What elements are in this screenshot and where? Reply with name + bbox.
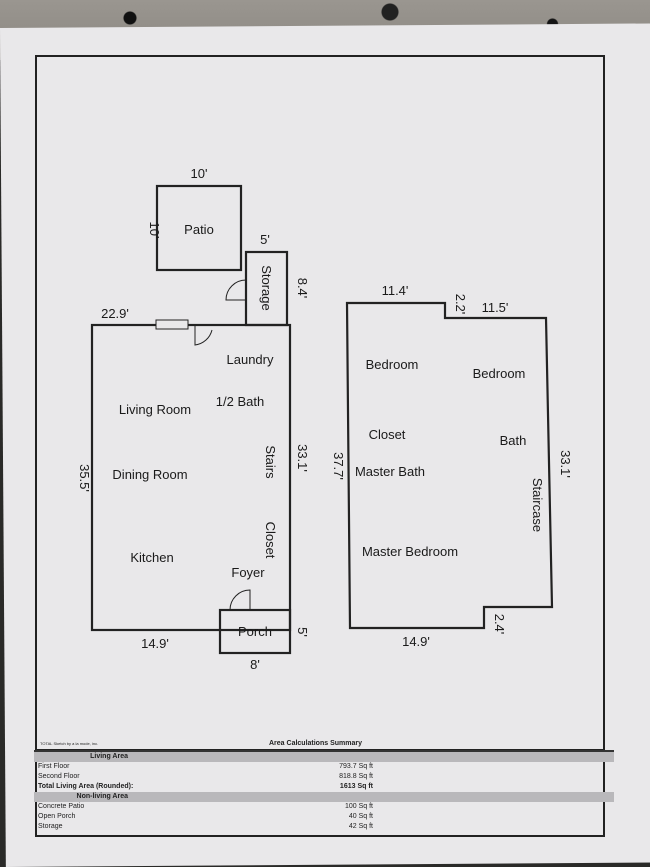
room-bedroom-1: Bedroom <box>366 357 419 372</box>
room-master-bedroom: Master Bedroom <box>362 544 458 559</box>
row-label: Second Floor <box>38 773 80 780</box>
dim-second-left: 37.7' <box>331 452 346 480</box>
room-closet-2: Closet <box>369 427 406 442</box>
living-header-label: Living Area <box>90 753 128 760</box>
room-storage: Storage <box>259 265 274 311</box>
total-value: 1613 Sq ft <box>339 783 373 790</box>
row-label: Open Porch <box>38 813 76 820</box>
table-row: Open Porch 40 Sq ft <box>34 812 614 822</box>
total-label: Total Living Area (Rounded): <box>38 783 134 790</box>
first-floor-wall <box>90 323 292 632</box>
dim-storage-top: 5' <box>260 232 270 247</box>
row-label: Concrete Patio <box>38 803 85 810</box>
dim-patio-left: 10' <box>147 222 162 239</box>
storage-door <box>225 279 247 301</box>
table-row: First Floor 793.7 Sq ft <box>34 762 614 772</box>
room-bath: Bath <box>500 433 527 448</box>
window <box>155 319 189 330</box>
dim-first-top: 22.9' <box>101 306 129 321</box>
page-frame <box>35 55 605 837</box>
second-floor-wall <box>345 301 554 630</box>
row-value: 40 Sq ft <box>348 813 373 820</box>
room-master-bath: Master Bath <box>355 464 425 479</box>
dim-second-bottom: 14.9' <box>402 634 430 649</box>
area-summary-table: TOTAL Sketch by a la mode, inc. Area Calc… <box>34 738 614 836</box>
room-half-bath: 1/2 Bath <box>216 394 264 409</box>
summary-title: Area Calculations Summary <box>269 740 362 747</box>
front-door <box>229 589 251 611</box>
row-value: 793.7 Sq ft <box>339 763 373 770</box>
room-laundry: Laundry <box>227 352 274 367</box>
table-row: Concrete Patio 100 Sq ft <box>34 802 614 812</box>
room-kitchen: Kitchen <box>130 550 173 565</box>
nonliving-header-label: Non-living Area <box>76 793 128 800</box>
dim-porch-bottom: 8' <box>250 657 260 672</box>
room-patio: Patio <box>184 222 214 237</box>
table-row: Storage 42 Sq ft <box>34 822 614 832</box>
room-closet: Closet <box>263 522 278 559</box>
room-dining: Dining Room <box>112 467 187 482</box>
nonliving-header: Non-living Area <box>34 792 614 802</box>
dim-patio-top: 10' <box>191 166 208 181</box>
porch-wall <box>218 608 292 655</box>
dim-first-right: 33.1' <box>295 444 310 472</box>
dim-second-bottom-step: 2.4' <box>492 614 507 635</box>
row-value: 818.8 Sq ft <box>339 773 373 780</box>
dim-second-top-left: 11.4' <box>382 283 409 298</box>
row-value: 42 Sq ft <box>348 823 373 830</box>
room-foyer: Foyer <box>231 565 265 580</box>
total-row: Total Living Area (Rounded): 1613 Sq ft <box>34 782 614 792</box>
dim-first-left: 35.5' <box>77 464 92 492</box>
room-stairs: Stairs <box>263 445 278 479</box>
room-staircase: Staircase <box>530 478 545 532</box>
dim-second-step: 2.2' <box>453 294 468 315</box>
row-value: 100 Sq ft <box>344 803 373 810</box>
dim-storage-right: 8.4' <box>295 278 310 299</box>
dim-second-top-right: 11.5' <box>482 300 509 315</box>
room-bedroom-2: Bedroom <box>473 366 526 381</box>
dim-first-bottom: 14.9' <box>141 636 169 651</box>
patio-wall <box>155 184 243 272</box>
row-label: First Floor <box>38 763 70 770</box>
first-floor <box>90 184 292 655</box>
living-header: Living Area <box>34 752 614 762</box>
credit: TOTAL Sketch by a la mode, inc. <box>40 741 99 746</box>
dim-porch-right: 5' <box>295 627 310 637</box>
row-label: Storage <box>38 823 63 830</box>
table-row: Second Floor 818.8 Sq ft <box>34 772 614 782</box>
dim-second-right: 33.1' <box>558 450 573 478</box>
room-porch: Porch <box>238 624 272 639</box>
room-living: Living Room <box>119 402 191 417</box>
laundry-door <box>194 325 213 346</box>
